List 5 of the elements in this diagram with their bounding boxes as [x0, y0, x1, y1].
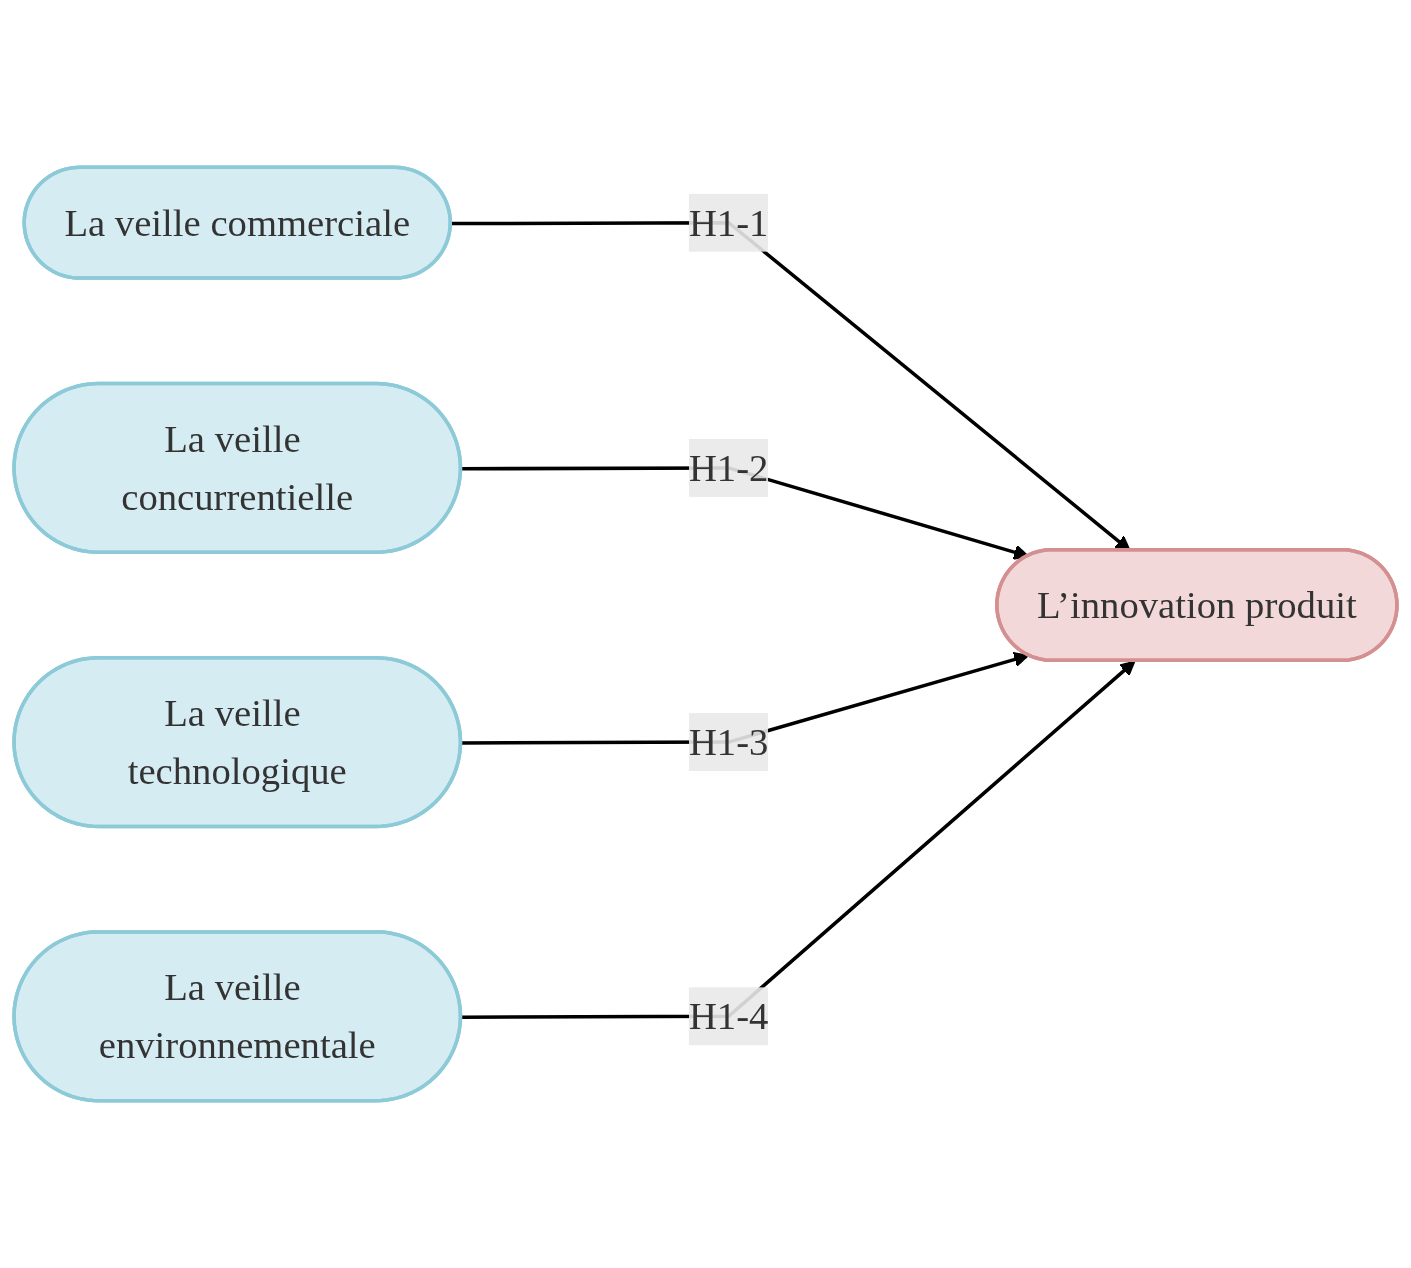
edge-label: H1-4: [688, 994, 769, 1039]
edge-label: H1-2: [688, 445, 769, 490]
edge-label: H1-1: [688, 200, 769, 245]
arrow: [461, 660, 1136, 1019]
edge-label: H1-3: [688, 720, 769, 765]
